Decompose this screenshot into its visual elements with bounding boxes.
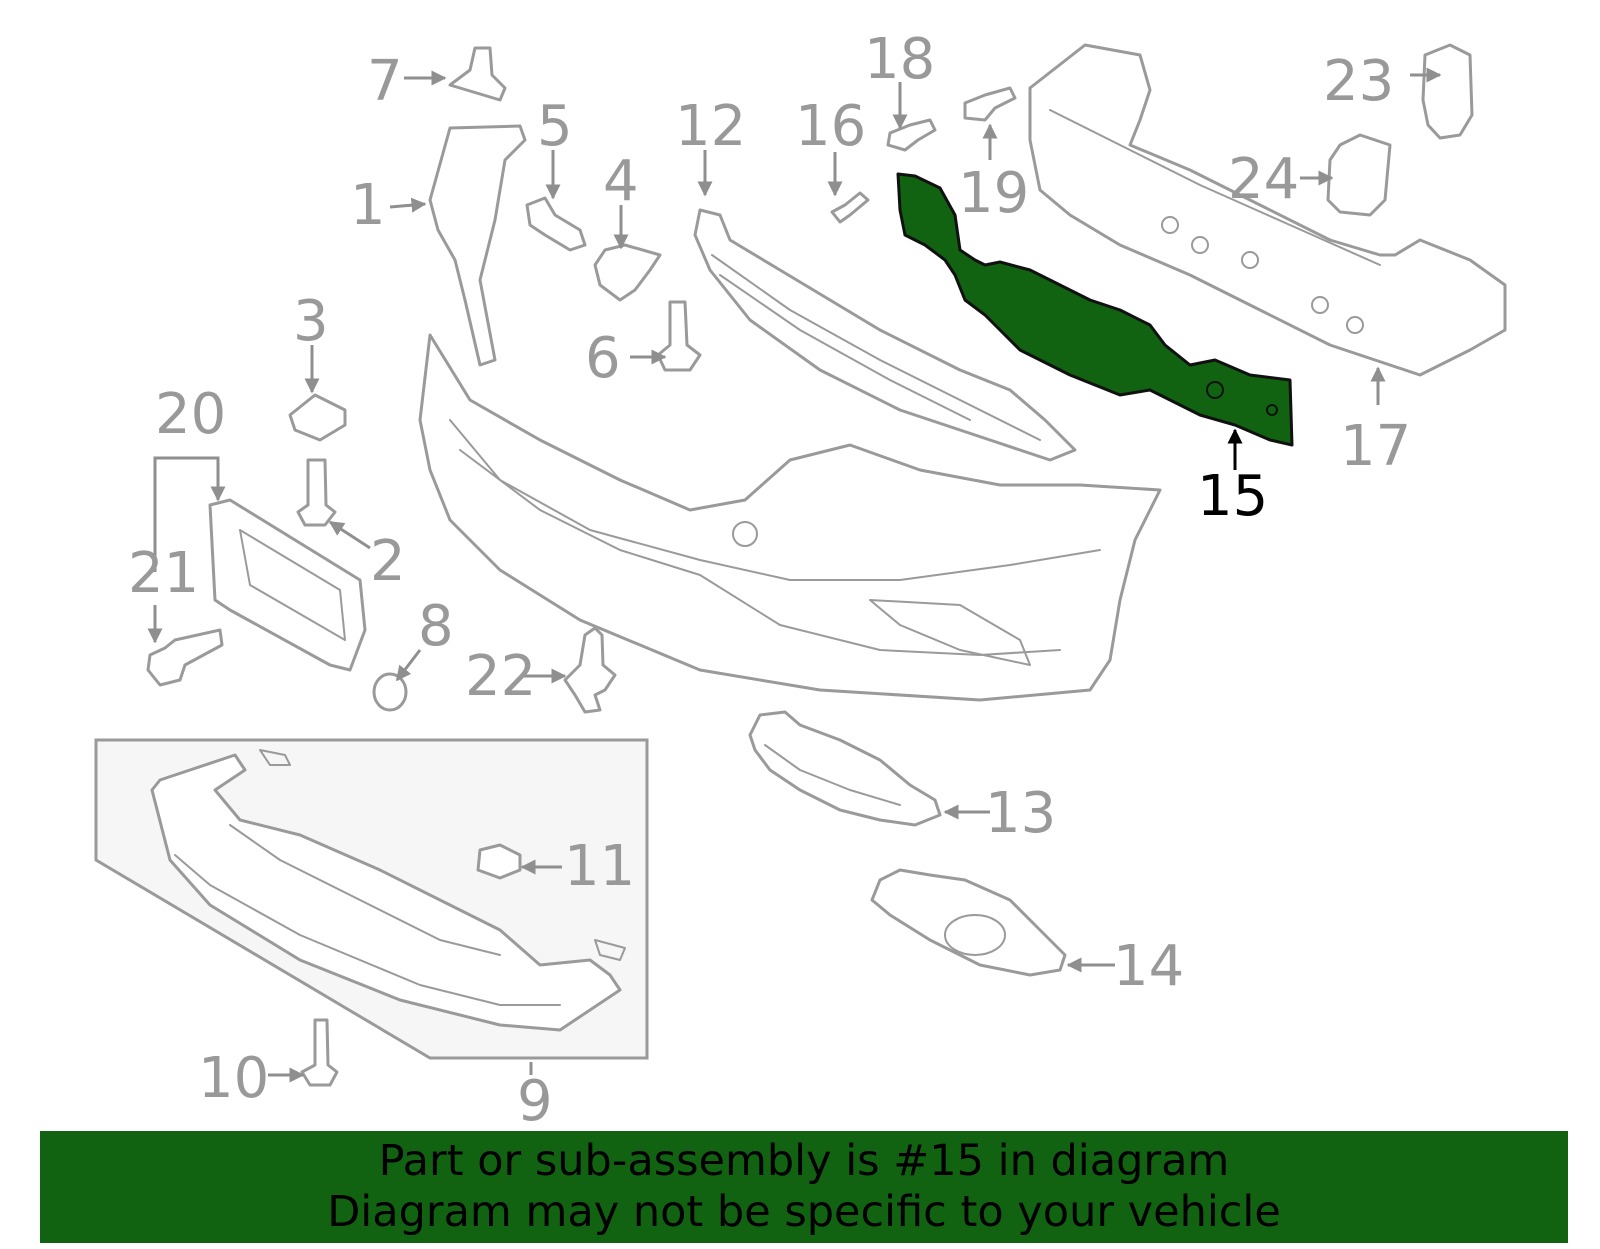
- footer-line-2: Diagram may not be specific to your vehi…: [327, 1187, 1281, 1237]
- callout-20: 20: [155, 382, 226, 447]
- callout-9: 9: [517, 1069, 553, 1134]
- hardware: [146, 43, 1474, 1087]
- footer-line-1: Part or sub-assembly is #15 in diagram: [378, 1136, 1230, 1186]
- screw-21: [146, 628, 224, 687]
- reinforcement: [1028, 43, 1507, 377]
- callout-8: 8: [418, 594, 454, 659]
- bracket-4: [593, 243, 662, 302]
- leader-lines: [147, 67, 1442, 1083]
- grille: [693, 208, 1077, 462]
- callout-22: 22: [465, 644, 536, 709]
- clip-7: [448, 46, 507, 102]
- callout-6: 6: [585, 326, 621, 391]
- callout-2: 2: [370, 529, 406, 594]
- bolt-18: [886, 118, 937, 152]
- callout-13: 13: [985, 781, 1056, 846]
- bolt-6: [656, 300, 702, 372]
- callout-11: 11: [564, 834, 635, 899]
- under-cover-box: [94, 738, 649, 1060]
- callout-15: 15: [1197, 464, 1268, 529]
- callout-5: 5: [537, 94, 573, 159]
- bolt-5: [525, 196, 587, 252]
- bumper-cover: [418, 124, 1162, 702]
- callout-19: 19: [958, 161, 1029, 226]
- callout-7: 7: [367, 49, 403, 114]
- callout-21: 21: [128, 541, 199, 606]
- callout-1: 1: [350, 173, 386, 238]
- clip-16: [830, 191, 870, 224]
- bezel-13: [748, 710, 942, 827]
- nut-11: [476, 843, 522, 880]
- callout-24: 24: [1228, 147, 1299, 212]
- bezels: [748, 710, 1067, 977]
- plug-8: [372, 672, 408, 712]
- callout-12: 12: [675, 94, 746, 159]
- callout-3: 3: [293, 289, 329, 354]
- callout-23: 23: [1323, 49, 1394, 114]
- callout-10: 10: [198, 1046, 269, 1111]
- callout-labels: 7 1 5 4 12 16 18 19 23 24 6 3 20 2 21 8 …: [128, 27, 1411, 1134]
- callout-17: 17: [1340, 414, 1411, 479]
- callout-14: 14: [1113, 934, 1184, 999]
- callout-4: 4: [603, 149, 639, 214]
- clip-22: [563, 626, 617, 714]
- footer-banner: Part or sub-assembly is #15 in diagram D…: [40, 1131, 1568, 1243]
- bolt-10: [300, 1018, 339, 1087]
- bolt-2: [296, 458, 337, 527]
- energy-absorber-part-15: [896, 172, 1294, 447]
- bezel-14: [870, 868, 1067, 977]
- callout-16: 16: [795, 94, 866, 159]
- callout-18: 18: [864, 27, 935, 92]
- bolt-19: [963, 86, 1017, 122]
- pad-24: [1326, 133, 1392, 217]
- sensor-23: [1421, 43, 1474, 140]
- license-bracket: [208, 498, 367, 672]
- nut-3: [288, 393, 347, 442]
